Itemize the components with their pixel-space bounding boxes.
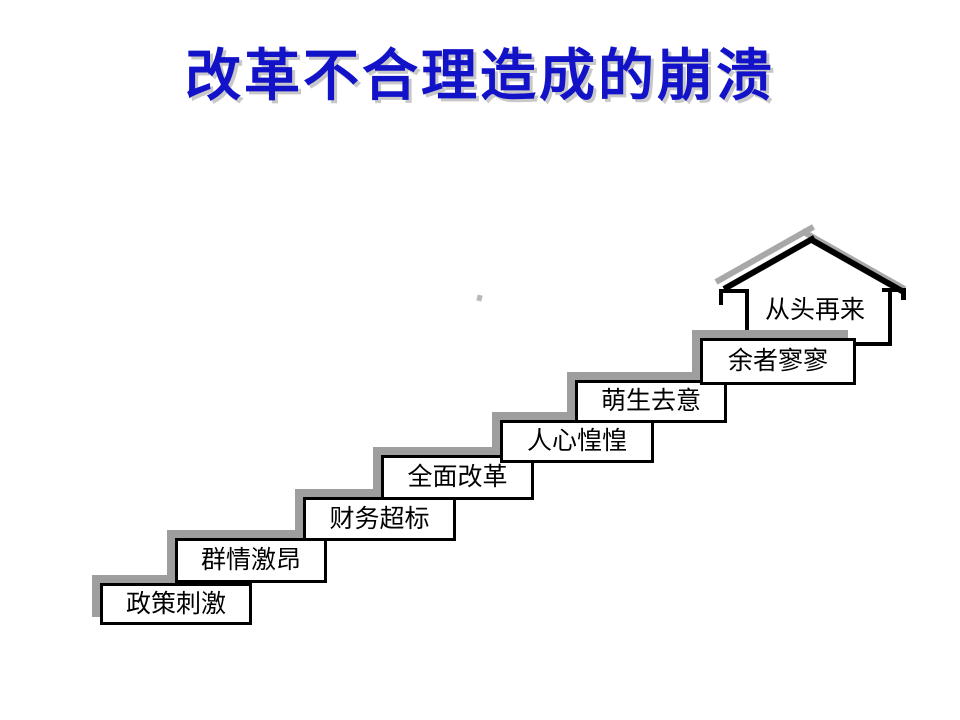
step-box-1: 政策刺激 xyxy=(100,583,252,625)
house-label: 从头再来 xyxy=(764,296,865,324)
slide-title: 改革不合理造成的崩溃 xyxy=(185,44,775,107)
step-box-2: 群情激昂 xyxy=(175,538,327,583)
step-label-4: 全面改革 xyxy=(407,463,508,491)
step-label-2: 群情激昂 xyxy=(200,546,301,574)
step-box-7: 余者寥寥 xyxy=(700,338,856,385)
step-box-3: 财务超标 xyxy=(303,497,456,541)
house-roof-right xyxy=(808,236,906,295)
step-label-7: 余者寥寥 xyxy=(727,347,828,375)
step-box-5: 人心惶惶 xyxy=(500,420,654,463)
house-wall-left xyxy=(745,291,749,333)
step-label-5: 人心惶惶 xyxy=(526,427,627,455)
step-label-1: 政策刺激 xyxy=(125,589,226,618)
step-box-6: 萌生去意 xyxy=(575,380,727,423)
step-label-3: 财务超标 xyxy=(329,504,430,533)
house-wall-right xyxy=(888,290,892,346)
house-roof-left xyxy=(722,235,816,292)
house-eave-right xyxy=(882,288,906,292)
house-eave-left-tick xyxy=(719,289,723,305)
house-eave-left xyxy=(719,289,749,293)
step-label-6: 萌生去意 xyxy=(600,387,701,415)
house-eave-right-tick xyxy=(901,288,906,300)
smudge-artifact xyxy=(476,294,483,302)
